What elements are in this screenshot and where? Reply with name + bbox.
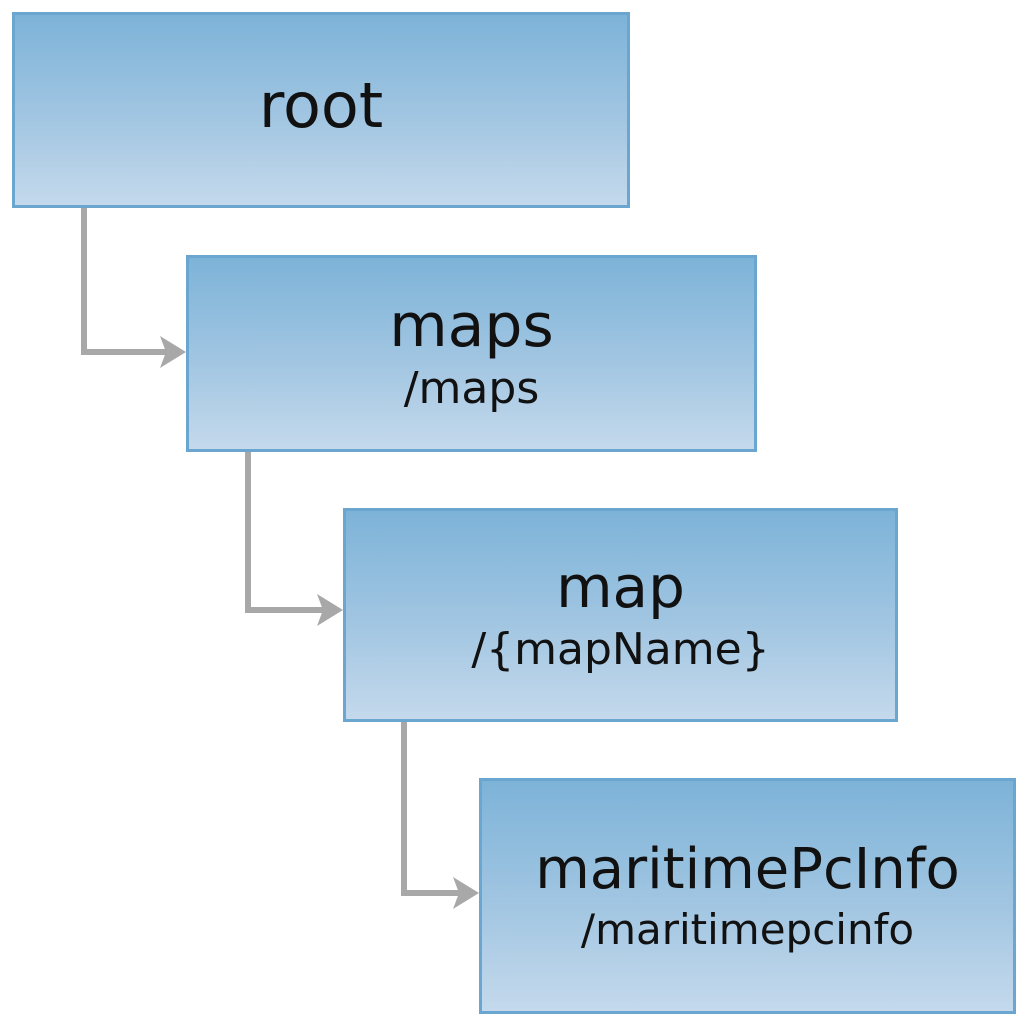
node-root-title: root bbox=[258, 68, 384, 142]
edge-maps-map bbox=[245, 432, 325, 613]
node-maritimepcinfo: maritimePcInfo /maritimepcinfo bbox=[479, 778, 1016, 1014]
edge-map-maritimepcinfo bbox=[401, 690, 462, 896]
node-map-title: map bbox=[556, 552, 685, 621]
edge-root-maps bbox=[81, 205, 168, 355]
node-maps-title: maps bbox=[389, 291, 554, 362]
node-maps-path: /maps bbox=[403, 363, 540, 415]
node-maritimepcinfo-path: /maritimepcinfo bbox=[580, 904, 915, 954]
node-root: root bbox=[12, 12, 630, 208]
node-maps: maps /maps bbox=[186, 255, 757, 452]
arrowhead-map bbox=[317, 594, 343, 626]
node-map: map /{mapName} bbox=[343, 508, 898, 722]
arrowhead-maps bbox=[160, 336, 186, 368]
arrowhead-maritimepcinfo bbox=[453, 877, 479, 909]
node-map-path: /{mapName} bbox=[471, 623, 770, 675]
node-maritimepcinfo-title: maritimePcInfo bbox=[535, 837, 960, 903]
